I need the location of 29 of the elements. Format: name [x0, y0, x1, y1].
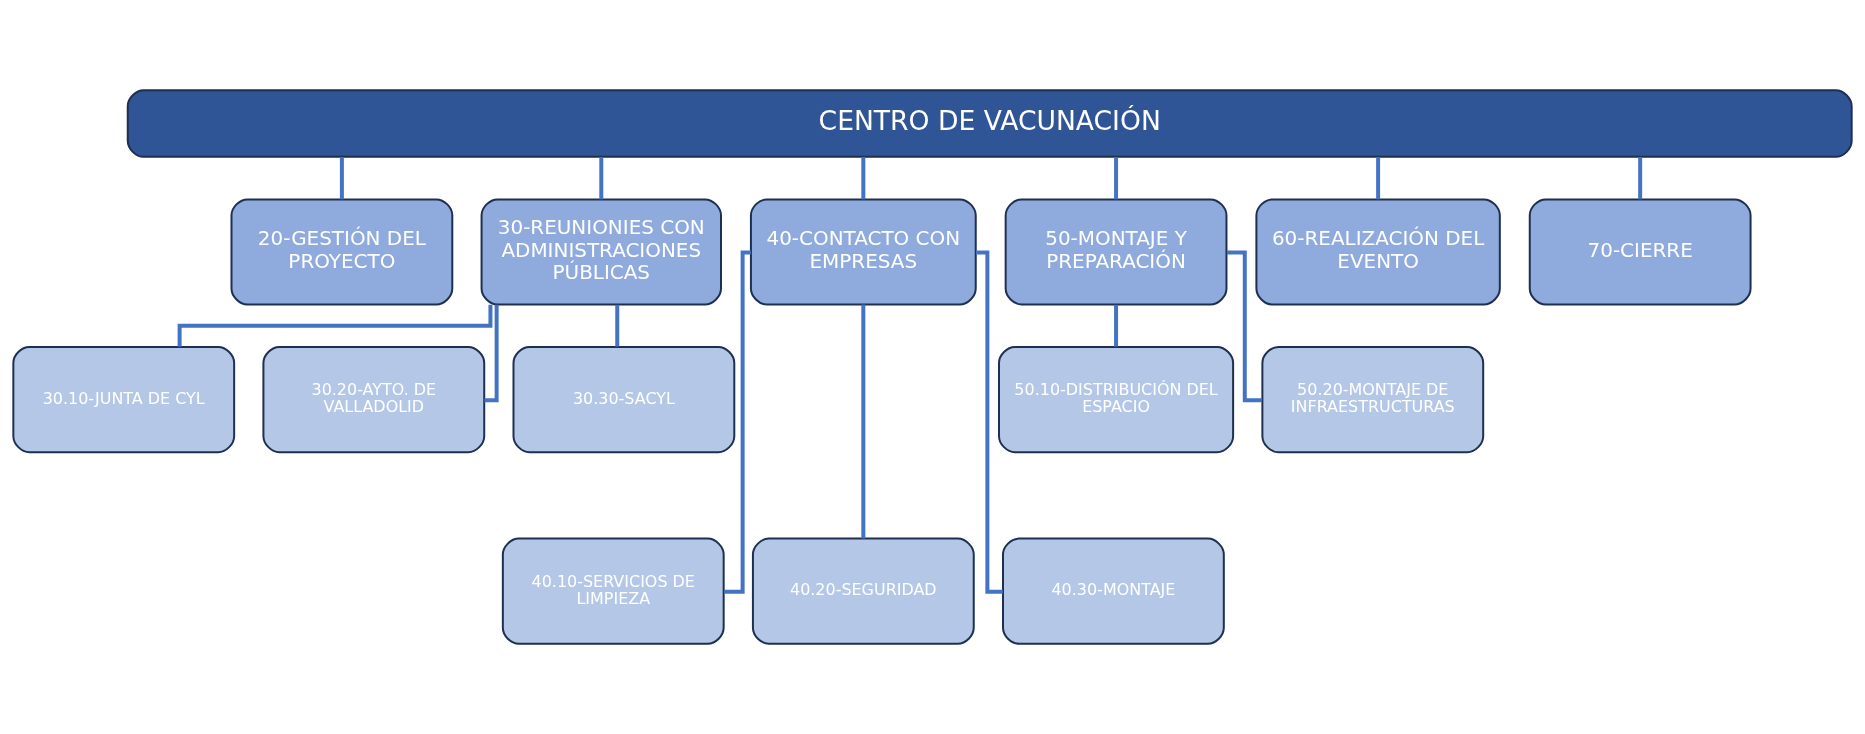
node-box: 50.20-MONTAJE DE INFRAESTRUCTURAS	[1261, 346, 1485, 454]
connector	[339, 156, 344, 200]
node-box: 70-CIERRE	[1528, 198, 1752, 306]
connector	[484, 304, 499, 403]
connector	[177, 304, 493, 347]
node-box: 30.30-SACYL	[512, 346, 736, 454]
node-box: 30.20-AYTO. DE VALLADOLID	[262, 346, 486, 454]
node-box: 30.10-JUNTA DE CYL	[12, 346, 236, 454]
node-box: 40-CONTACTO CON EMPRESAS	[749, 198, 977, 306]
connector	[1638, 156, 1643, 200]
node-box: 40.20-SEGURIDAD	[751, 537, 975, 645]
connector	[1114, 156, 1119, 200]
connector	[861, 156, 866, 200]
node-box: 20-GESTIÓN DEL PROYECTO	[230, 198, 454, 306]
connector	[599, 156, 604, 200]
node-box: 40.30-MONTAJE	[1002, 537, 1225, 645]
connector	[975, 250, 1003, 594]
connector	[861, 304, 866, 539]
connector	[1114, 304, 1119, 347]
connector	[615, 304, 620, 347]
connector	[1376, 156, 1381, 200]
node-box: 50.10-DISTRIBUCIÓN DEL ESPACIO	[998, 346, 1235, 454]
connector	[1226, 250, 1263, 403]
node-box: 60-REALIZACIÓN DEL EVENTO	[1255, 198, 1501, 306]
node-box: 50-MONTAJE Y PREPARACIÓN	[1004, 198, 1228, 306]
node-box: 30-REUNIONIES CON ADMINISTRACIONES PÚBLICAS	[480, 198, 722, 306]
connector	[724, 250, 751, 594]
node-box: CENTRO DE VACUNACIÓN	[126, 89, 1853, 158]
node-box: 40.10-SERVICIOS DE LIMPIEZA	[501, 537, 725, 645]
